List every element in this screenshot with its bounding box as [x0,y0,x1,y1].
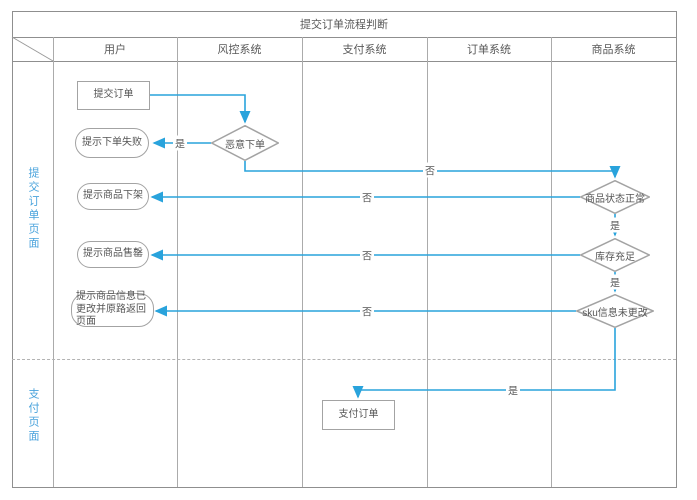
node-label: 提交订单 [93,89,134,101]
node-label: 提示商品信息已更改并原路返回页面 [76,291,146,328]
lane-header-user: 用户 [104,44,126,56]
lane-divider [551,37,552,487]
node-product-offshelf: 提示商品下架 [77,183,149,210]
edge-label-no: 否 [423,162,437,178]
decision-malicious-order: 恶意下单 [211,125,279,161]
node-label: 恶意下单 [225,139,265,151]
node-product-soldout: 提示商品售罄 [77,241,149,268]
edge-label-no: 否 [360,189,374,205]
node-label: sku信息未更改 [582,307,648,319]
row-divider-dashed [12,359,676,360]
decision-sku-unchanged: sku信息未更改 [576,294,654,328]
header-divider [12,61,676,62]
lane-header-order-system: 订单系统 [467,44,511,56]
edge-label-no: 否 [360,247,374,263]
edge-label-yes: 是 [608,217,622,233]
lane-divider [427,37,428,487]
diamond-shape [580,238,650,272]
node-label: 商品状态正常 [585,193,645,205]
lane-divider [177,37,178,487]
node-product-changed: 提示商品信息已更改并原路返回页面 [71,291,154,328]
edge-label-yes: 是 [173,135,187,151]
node-label: 提示商品下架 [83,190,143,202]
node-submit-order: 提交订单 [77,81,150,110]
row-label-submit-order-page: 提交订单页面 [27,167,39,251]
node-label: 支付订单 [338,408,379,420]
lane-divider [53,37,54,487]
decision-stock-enough: 库存充足 [580,238,650,272]
lane-divider [302,37,303,487]
edge-label-no: 否 [360,303,374,319]
lane-header-product-system: 商品系统 [591,44,636,56]
title-divider [12,37,676,38]
diamond-shape [576,294,654,328]
decision-status-normal: 商品状态正常 [580,180,650,214]
node-label: 库存充足 [595,251,635,263]
edge-label-yes: 是 [506,382,520,398]
node-label: 提示商品售罄 [83,248,143,260]
lane-header-risk-system: 风控系统 [217,44,262,56]
diamond-shape [580,180,650,214]
diagram-title: 提交订单流程判断 [300,19,388,31]
node-label: 提示下单失败 [82,136,142,148]
edge-label-yes: 是 [608,274,622,290]
lane-header-payment-system: 支付系统 [342,44,387,56]
table-outer-border [12,11,677,488]
node-order-fail: 提示下单失败 [75,128,149,158]
diamond-shape [211,125,279,161]
row-label-payment-page: 支付页面 [27,388,39,444]
node-pay-order: 支付订单 [322,400,395,430]
